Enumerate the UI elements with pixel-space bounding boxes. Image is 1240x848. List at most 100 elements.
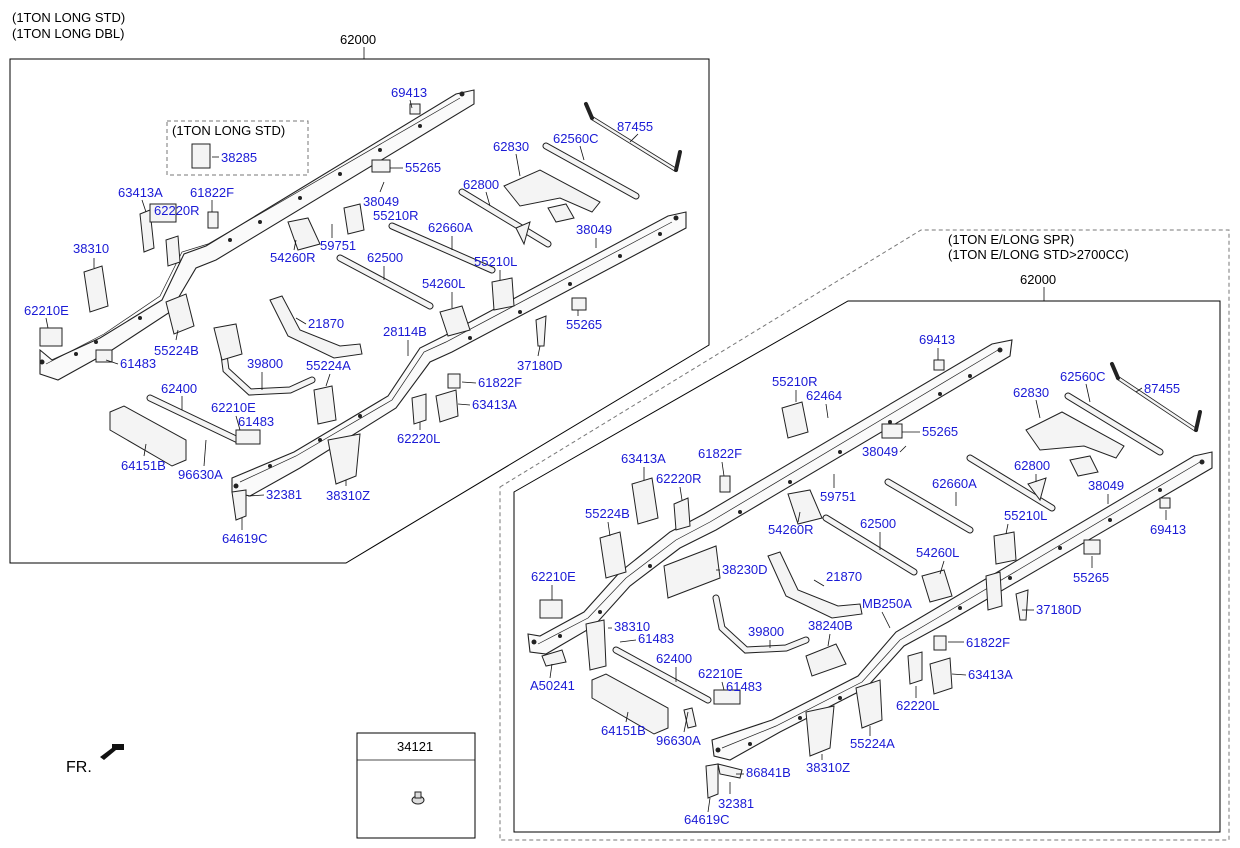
r-label-62400[interactable]: 62400 [656, 651, 692, 666]
r-label-61822f-2[interactable]: 61822F [966, 635, 1010, 650]
r-label-86841b[interactable]: 86841B [746, 765, 791, 780]
label-38285[interactable]: 38285 [221, 150, 257, 165]
label-61483[interactable]: 61483 [120, 356, 156, 371]
r-label-62220r[interactable]: 62220R [656, 471, 702, 486]
label-54260r[interactable]: 54260R [270, 250, 316, 265]
r-label-62660a[interactable]: 62660A [932, 476, 977, 491]
r-label-64151b[interactable]: 64151B [601, 723, 646, 738]
label-21870[interactable]: 21870 [308, 316, 344, 331]
r-label-37180d[interactable]: 37180D [1036, 602, 1082, 617]
r-label-38310z[interactable]: 38310Z [806, 760, 850, 775]
label-39800[interactable]: 39800 [247, 356, 283, 371]
label-63413a-2[interactable]: 63413A [472, 397, 517, 412]
r-label-64619c[interactable]: 64619C [684, 812, 730, 827]
label-38310[interactable]: 38310 [73, 241, 109, 256]
r-label-54260l[interactable]: 54260L [916, 545, 959, 560]
label-38310z[interactable]: 38310Z [326, 488, 370, 503]
r-label-62210e[interactable]: 62210E [531, 569, 576, 584]
label-62800[interactable]: 62800 [463, 177, 499, 192]
r-label-63413a-2[interactable]: 63413A [968, 667, 1013, 682]
left-assembly-number[interactable]: 62000 [340, 32, 376, 47]
label-96630a[interactable]: 96630A [178, 467, 223, 482]
r-label-55224a[interactable]: 55224A [850, 736, 895, 751]
right-variant-line1: (1TON E/LONG SPR) [948, 232, 1074, 247]
right-frame-illustration [527, 339, 1213, 799]
label-38049-b[interactable]: 38049 [576, 222, 612, 237]
label-59751[interactable]: 59751 [320, 238, 356, 253]
label-62210e[interactable]: 62210E [24, 303, 69, 318]
r-label-61483-b[interactable]: 61483 [726, 679, 762, 694]
r-label-55265[interactable]: 55265 [922, 424, 958, 439]
right-assembly-number[interactable]: 62000 [1020, 272, 1056, 287]
label-61822f-2[interactable]: 61822F [478, 375, 522, 390]
r-label-61483[interactable]: 61483 [638, 631, 674, 646]
r-label-55210l[interactable]: 55210L [1004, 508, 1047, 523]
r-label-62210e-2[interactable]: 62210E [698, 666, 743, 681]
front-label: FR. [66, 759, 92, 776]
r-label-54260r[interactable]: 54260R [768, 522, 814, 537]
label-63413a[interactable]: 63413A [118, 185, 163, 200]
label-55265-b[interactable]: 55265 [566, 317, 602, 332]
label-37180d[interactable]: 37180D [517, 358, 563, 373]
r-label-62220l[interactable]: 62220L [896, 698, 939, 713]
r-label-38049[interactable]: 38049 [862, 444, 898, 459]
label-38049-a[interactable]: 38049 [363, 194, 399, 209]
label-55210l[interactable]: 55210L [474, 254, 517, 269]
r-label-69413-b[interactable]: 69413 [1150, 522, 1186, 537]
label-62400[interactable]: 62400 [161, 381, 197, 396]
r-label-96630a[interactable]: 96630A [656, 733, 701, 748]
r-label-38310[interactable]: 38310 [614, 619, 650, 634]
label-34121[interactable]: 34121 [397, 739, 433, 754]
label-61483-b[interactable]: 61483 [238, 414, 274, 429]
r-label-62800[interactable]: 62800 [1014, 458, 1050, 473]
label-55224b[interactable]: 55224B [154, 343, 199, 358]
r-label-39800[interactable]: 39800 [748, 624, 784, 639]
r-label-59751[interactable]: 59751 [820, 489, 856, 504]
label-32381[interactable]: 32381 [266, 487, 302, 502]
label-61822f[interactable]: 61822F [190, 185, 234, 200]
label-62830[interactable]: 62830 [493, 139, 529, 154]
label-54260l[interactable]: 54260L [422, 276, 465, 291]
label-64151b[interactable]: 64151B [121, 458, 166, 473]
left-inset-title: (1TON LONG STD) [172, 123, 285, 138]
r-label-38240b[interactable]: 38240B [808, 618, 853, 633]
r-label-a50241[interactable]: A50241 [530, 678, 575, 693]
part-34121-box: 34121 [356, 732, 476, 839]
r-label-38049-b[interactable]: 38049 [1088, 478, 1124, 493]
label-64619c[interactable]: 64619C [222, 531, 268, 546]
label-87455[interactable]: 87455 [617, 119, 653, 134]
r-label-55224b[interactable]: 55224B [585, 506, 630, 521]
r-label-62560c[interactable]: 62560C [1060, 369, 1106, 384]
label-62560c[interactable]: 62560C [553, 131, 599, 146]
r-label-87455[interactable]: 87455 [1144, 381, 1180, 396]
r-label-62830[interactable]: 62830 [1013, 385, 1049, 400]
r-label-55265-b[interactable]: 55265 [1073, 570, 1109, 585]
r-label-63413a[interactable]: 63413A [621, 451, 666, 466]
label-55224a[interactable]: 55224A [306, 358, 351, 373]
label-55210r[interactable]: 55210R [373, 208, 419, 223]
label-62660a[interactable]: 62660A [428, 220, 473, 235]
left-variant-line2: (1TON LONG DBL) [12, 26, 124, 41]
label-28114b[interactable]: 28114B [383, 324, 427, 339]
left-frame-illustration [39, 89, 687, 521]
r-label-62464[interactable]: 62464 [806, 388, 842, 403]
label-62500[interactable]: 62500 [367, 250, 403, 265]
r-label-69413[interactable]: 69413 [919, 332, 955, 347]
right-dashed-frame [499, 229, 1230, 841]
label-62220r[interactable]: 62220R [154, 203, 200, 218]
r-label-55210r[interactable]: 55210R [772, 374, 818, 389]
r-label-61822f[interactable]: 61822F [698, 446, 742, 461]
right-diagram-frame [513, 300, 1221, 833]
r-label-mb250a[interactable]: MB250A [862, 596, 912, 611]
label-62210e-2[interactable]: 62210E [211, 400, 256, 415]
label-69413[interactable]: 69413 [391, 85, 427, 100]
r-label-38230d[interactable]: 38230D [722, 562, 768, 577]
r-label-62500[interactable]: 62500 [860, 516, 896, 531]
label-62220l[interactable]: 62220L [397, 431, 440, 446]
r-label-21870[interactable]: 21870 [826, 569, 862, 584]
label-55265[interactable]: 55265 [405, 160, 441, 175]
front-indicator: FR. [66, 744, 124, 776]
right-callouts: 69413 55210R 62464 62830 62560C 87455 55… [530, 332, 1186, 827]
left-diagram-frame [9, 58, 710, 564]
r-label-32381[interactable]: 32381 [718, 796, 754, 811]
